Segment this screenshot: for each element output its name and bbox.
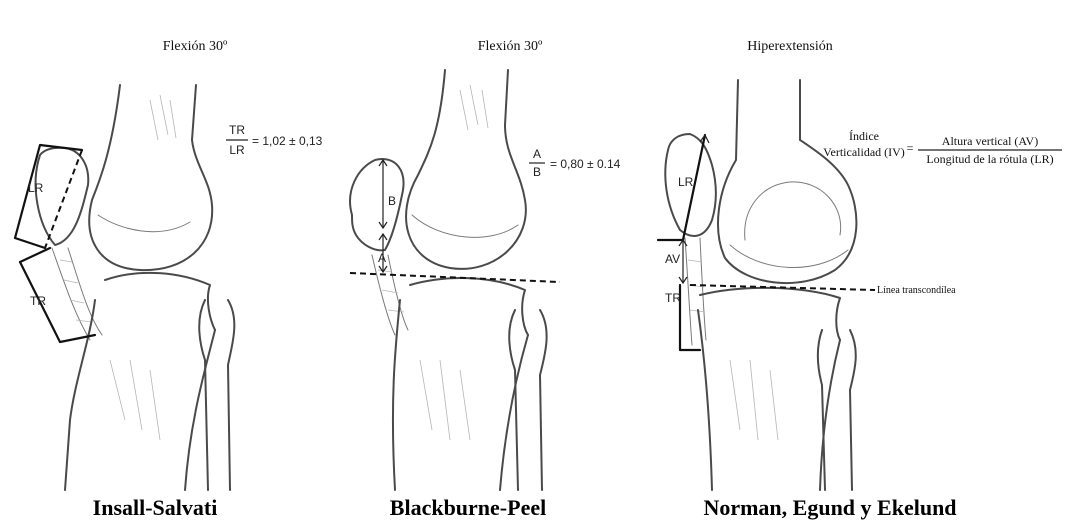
tibia-drawing-3 — [698, 288, 840, 490]
label-tr-3: TR — [665, 291, 681, 305]
label-transcondylar-line: Línea transcondílea — [877, 285, 956, 296]
formula-norman-egund-ekelund: Índice Verticalidad (IV) = Altura vertic… — [823, 129, 1062, 166]
panel-2-position: Flexión 30º — [478, 39, 543, 54]
formula-1-denominator: LR — [229, 143, 245, 157]
formula-1-numerator: TR — [229, 123, 245, 137]
formula-3-numerator: Altura vertical (AV) — [942, 134, 1038, 148]
label-a: A — [378, 251, 386, 265]
panel-insall-salvati: Flexión 30º — [15, 39, 323, 520]
label-lr-1: LR — [28, 181, 44, 195]
femur-drawing-3 — [718, 80, 856, 283]
patellar-tendon-drawing-3 — [685, 238, 706, 345]
formula-3-equals: = — [907, 141, 914, 155]
panel-3-position: Hiperextensión — [747, 39, 833, 54]
patella-drawing-1 — [36, 148, 89, 245]
formula-insall-salvati: TR LR = 1,02 ± 0,13 — [226, 123, 323, 157]
formula-2-value: = 0,80 ± 0.14 — [550, 157, 621, 171]
method-title-2: Blackburne-Peel — [390, 495, 546, 520]
label-lr-3: LR — [678, 175, 694, 189]
formula-1-value: = 1,02 ± 0,13 — [252, 134, 323, 148]
formula-3-denominator: Longitud de la rótula (LR) — [926, 152, 1053, 166]
panel-1-position: Flexión 30º — [163, 39, 228, 54]
formula-blackburne-peel: A B = 0,80 ± 0.14 — [529, 147, 621, 179]
formula-2-numerator: A — [533, 147, 541, 161]
panel-blackburne-peel: Flexión 30º — [350, 39, 621, 520]
method-title-1: Insall-Salvati — [93, 495, 218, 520]
patellar-tendon-drawing-1 — [52, 248, 102, 340]
fibula-drawing-1 — [199, 300, 234, 490]
femur-drawing-1 — [89, 85, 212, 270]
tibia-drawing-2 — [393, 278, 528, 490]
femur-drawing-2 — [406, 70, 526, 269]
formula-2-denominator: B — [533, 165, 541, 179]
patellar-tendon-drawing-2 — [372, 255, 408, 335]
method-title-3: Norman, Egund y Ekelund — [703, 495, 956, 520]
label-b: B — [388, 194, 396, 208]
formula-3-lhs-line1: Índice — [849, 129, 879, 143]
label-tr-1: TR — [30, 294, 46, 308]
panel-norman-egund-ekelund: Hiperextensión — [658, 39, 1062, 520]
formula-3-lhs-line2: Verticalidad (IV) — [823, 145, 905, 159]
label-av: AV — [665, 252, 680, 266]
